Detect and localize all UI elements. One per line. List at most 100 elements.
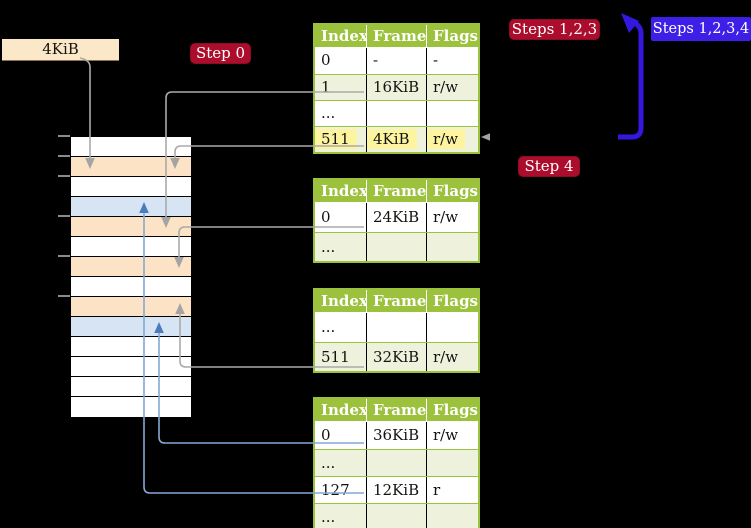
cell-index: ... xyxy=(315,450,367,476)
cell-frame: 32KiB xyxy=(367,343,427,371)
memory-tick xyxy=(58,135,70,137)
cell-flags: r/w xyxy=(433,78,459,96)
page-table-2: Index Frame Flags 0 24KiB r/w ... xyxy=(313,178,480,263)
cell-index: 0 xyxy=(315,203,367,232)
memory-frame-white xyxy=(71,277,191,297)
cell-index: 511 xyxy=(315,127,367,152)
col-header-flags: Flags xyxy=(433,182,478,200)
memory-frame-peach xyxy=(71,217,191,237)
table-row: 127 12KiB r xyxy=(315,476,478,503)
badge-step-4: Step 4 xyxy=(518,156,580,177)
badge-steps-1-2-3: Steps 1,2,3 xyxy=(509,19,600,40)
arrowhead-up-left-icon xyxy=(621,13,639,33)
memory-frame-white xyxy=(71,337,191,357)
cell-flags: r/w xyxy=(427,127,478,152)
page-table-1: Index Frame Flags 0 - - 1 16KiB r/w ... … xyxy=(313,23,480,154)
cell-frame: 24KiB xyxy=(367,203,427,232)
col-header-frame: Frame xyxy=(367,290,427,312)
cell-flags: r/w xyxy=(433,426,459,444)
memory-frame-white xyxy=(71,357,191,377)
col-header-flags: Flags xyxy=(433,401,478,419)
cell-flags xyxy=(427,313,478,342)
table-row: ... xyxy=(315,503,478,528)
table-row: 511 32KiB r/w xyxy=(315,342,478,371)
memory-frame-peach xyxy=(71,157,191,177)
col-header-index: Index xyxy=(315,290,367,312)
col-header-flags: Flags xyxy=(433,292,478,310)
badge-step-0: Step 0 xyxy=(190,43,251,64)
memory-tick xyxy=(58,215,70,217)
memory-tick xyxy=(58,295,70,297)
cell-flags: r/w xyxy=(433,208,459,226)
table-row: ... xyxy=(315,232,478,261)
cell-index: 0 xyxy=(315,422,367,449)
memory-frame-blue xyxy=(71,317,191,337)
cell-index: ... xyxy=(315,313,367,342)
memory-frame-white xyxy=(71,237,191,257)
col-header-frame: Frame xyxy=(367,180,427,202)
col-header-flags: Flags xyxy=(433,27,478,45)
page-table-3: Index Frame Flags ... 511 32KiB r/w xyxy=(313,288,480,373)
table-row: 0 24KiB r/w xyxy=(315,203,478,232)
cell-frame: - xyxy=(367,48,427,74)
table-header: Index Frame Flags xyxy=(315,399,478,422)
cell-index: 1 xyxy=(315,75,367,100)
memory-frame-peach xyxy=(71,297,191,317)
table-row-highlighted: 511 4KiB r/w xyxy=(315,126,478,152)
cell-flags xyxy=(427,504,478,528)
cell-frame xyxy=(367,450,427,476)
cell-flags: - xyxy=(433,51,439,69)
cell-index: ... xyxy=(315,101,367,126)
table-row: 0 - - xyxy=(315,48,478,74)
memory-tick xyxy=(58,255,70,257)
highlight: r/w xyxy=(427,129,466,149)
col-header-frame: Frame xyxy=(367,399,427,421)
cell-flags xyxy=(427,233,478,261)
table-row: ... xyxy=(315,100,478,126)
memory-frame-peach xyxy=(71,257,191,277)
cell-frame: 16KiB xyxy=(367,75,427,100)
cell-index: ... xyxy=(315,504,367,528)
col-header-index: Index xyxy=(315,399,367,421)
table-header: Index Frame Flags xyxy=(315,290,478,313)
cell-index: 511 xyxy=(315,343,367,371)
arrow-steps-loop-icon xyxy=(618,21,644,140)
table-header: Index Frame Flags xyxy=(315,180,478,203)
cell-index: 0 xyxy=(315,48,367,74)
cell-frame xyxy=(367,233,427,261)
cell-flags: r/w xyxy=(433,348,459,366)
memory-frame-white xyxy=(71,177,191,197)
table-header: Index Frame Flags xyxy=(315,25,478,48)
cell-flags xyxy=(427,450,478,476)
table-row: ... xyxy=(315,313,478,342)
cell-frame xyxy=(367,101,427,126)
cell-index: ... xyxy=(315,233,367,261)
highlight: 511 xyxy=(315,129,357,149)
memory-tick xyxy=(58,175,70,177)
memory-tick xyxy=(58,155,70,157)
cell-index: 127 xyxy=(315,477,367,503)
highlight: 4KiB xyxy=(367,129,417,149)
cell-flags xyxy=(427,101,478,126)
frame-size-label: 4KiB xyxy=(2,39,119,61)
memory-frame-white xyxy=(71,137,191,157)
col-header-index: Index xyxy=(315,25,367,47)
badge-steps-1-2-3-4: Steps 1,2,3,4 xyxy=(651,17,751,41)
memory-frame-white xyxy=(71,397,191,417)
memory-frame-blue xyxy=(71,197,191,217)
memory-column xyxy=(70,136,192,418)
cell-frame: 4KiB xyxy=(367,127,427,152)
col-header-index: Index xyxy=(315,180,367,202)
arrowhead-left-stub-icon xyxy=(481,133,490,141)
memory-frame-white xyxy=(71,377,191,397)
col-header-frame: Frame xyxy=(367,25,427,47)
table-row: 1 16KiB r/w xyxy=(315,74,478,100)
table-row: 0 36KiB r/w xyxy=(315,422,478,449)
cell-frame xyxy=(367,313,427,342)
cell-frame: 12KiB xyxy=(367,477,427,503)
cell-frame: 36KiB xyxy=(367,422,427,449)
table-row: ... xyxy=(315,449,478,476)
page-table-4: Index Frame Flags 0 36KiB r/w ... 127 12… xyxy=(313,397,480,528)
cell-flags: r xyxy=(433,481,441,499)
